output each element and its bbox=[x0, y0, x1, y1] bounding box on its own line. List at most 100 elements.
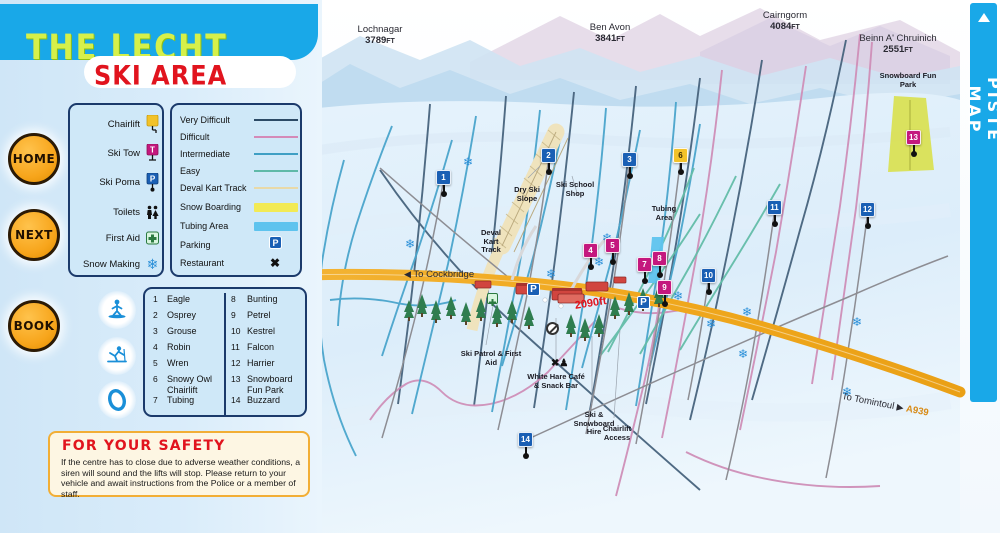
marker-stem bbox=[867, 217, 869, 224]
map-marker-12[interactable]: 12 bbox=[860, 202, 875, 229]
map-marker-11[interactable]: 11 bbox=[767, 200, 782, 227]
map-marker-1[interactable]: 1 bbox=[436, 170, 451, 197]
legend-item-first-aid: First Aid bbox=[70, 225, 166, 251]
marker-dot bbox=[772, 221, 778, 227]
svg-text:P: P bbox=[272, 238, 278, 248]
snowflake-icon: ❄ bbox=[463, 155, 474, 169]
run-number: 7 bbox=[153, 395, 158, 405]
marker-dot bbox=[588, 264, 594, 270]
parking-icon-east: P bbox=[637, 296, 650, 309]
snowflake-icon: ❄ bbox=[852, 315, 863, 329]
peak-altitude: 2551FT bbox=[883, 44, 913, 55]
marker-dot bbox=[610, 259, 616, 265]
chairlift-icon bbox=[145, 114, 160, 133]
peak-label-beinn-a-chruinich: Beinn A' Chruinich 2551FT bbox=[838, 33, 958, 55]
marker-dot bbox=[523, 453, 529, 459]
legend-item-snow-making: Snow Making ❄ bbox=[82, 256, 159, 272]
run-name: Snowboard Fun Park bbox=[247, 374, 293, 395]
label-white-hare-cafe: White Hare Café & Snack Bar bbox=[527, 372, 585, 390]
marker-dot bbox=[642, 278, 648, 284]
snowflake-icon: ❄ bbox=[842, 385, 853, 399]
run-name: Snowy Owl Chairlift bbox=[167, 374, 213, 395]
tubing-ring-icon[interactable] bbox=[98, 381, 136, 419]
run-number: 12 bbox=[231, 358, 241, 368]
left-panel: THE LECHT SKI AREA HOME NEXT BOOK bbox=[0, 0, 322, 533]
peak-name: Ben Avon bbox=[589, 22, 631, 33]
book-button[interactable]: BOOK bbox=[8, 300, 60, 352]
run-number: 2 bbox=[153, 310, 158, 320]
run-number: 6 bbox=[153, 374, 158, 384]
first-aid-icon bbox=[145, 231, 160, 246]
label-chairlift-access: Chairlift Access bbox=[602, 424, 632, 442]
run-name: Bunting bbox=[247, 294, 278, 304]
map-marker-5[interactable]: 5 bbox=[605, 238, 620, 265]
marker-stem bbox=[664, 295, 666, 302]
legend-item-restaurant: Restaurant ✖ bbox=[180, 256, 280, 270]
marker-dot bbox=[441, 191, 447, 197]
marker-stem bbox=[913, 145, 915, 152]
snowflake-icon: ❄ bbox=[546, 267, 557, 281]
piste-color-swatch bbox=[254, 170, 298, 172]
legend-pistes: Very Difficult Difficult Intermediate Ea… bbox=[170, 103, 302, 277]
run-number: 9 bbox=[231, 310, 236, 320]
run-number: 5 bbox=[153, 358, 158, 368]
marker-dot bbox=[865, 223, 871, 229]
map-marker-8[interactable]: 8 bbox=[652, 251, 667, 278]
legend-item-difficult: Difficult bbox=[180, 129, 300, 145]
skier-icon[interactable] bbox=[98, 337, 136, 375]
page-subtitle: SKI AREA bbox=[94, 60, 228, 92]
legend-item-snow-boarding: Snow Boarding bbox=[180, 199, 300, 215]
marker-stem bbox=[708, 283, 710, 290]
run-name: Grouse bbox=[167, 326, 197, 336]
label-ski-school-shop: Ski School Shop bbox=[555, 180, 595, 198]
legend-item-toilets: Toilets bbox=[70, 199, 166, 225]
map-marker-10[interactable]: 10 bbox=[701, 268, 716, 295]
snowboarder-icon[interactable] bbox=[98, 291, 136, 329]
snowflake-icon: ❄ bbox=[738, 347, 749, 361]
label-snowboard-fun-park: Snowboard Fun Park bbox=[879, 71, 937, 89]
map-marker-14[interactable]: 14 bbox=[518, 432, 533, 459]
snowflake-icon: ❄ bbox=[742, 305, 753, 319]
map-marker-2[interactable]: 2 bbox=[541, 148, 556, 175]
legend-item-very-difficult: Very Difficult bbox=[180, 112, 300, 128]
map-marker-7[interactable]: 7 bbox=[637, 257, 652, 284]
piste-color-swatch bbox=[254, 187, 298, 189]
ski-poma-icon: P bbox=[145, 172, 160, 192]
piste-color-swatch bbox=[254, 153, 298, 155]
safety-title: FOR YOUR SAFETY bbox=[62, 438, 226, 454]
peak-label-lochnagar: Lochnagar 3789FT bbox=[340, 24, 420, 46]
legend-item-tubing-area: Tubing Area bbox=[180, 218, 300, 234]
legend-item-intermediate: Intermediate bbox=[180, 146, 300, 162]
title-bar: THE LECHT bbox=[0, 4, 318, 68]
map-marker-13[interactable]: 13 bbox=[906, 130, 921, 157]
safety-notice: FOR YOUR SAFETY If the centre has to clo… bbox=[48, 431, 310, 499]
piste-map-sidebar[interactable]: PISTE MAP bbox=[965, 3, 1000, 402]
map-marker-3[interactable]: 3 bbox=[622, 152, 637, 179]
peak-label-ben-avon: Ben Avon 3841FT bbox=[570, 22, 650, 44]
label-deval-kart-track: Deval Kart Track bbox=[480, 228, 501, 255]
road-label-cockbridge: ◀ To Cockbridge bbox=[404, 269, 475, 280]
runs-divider bbox=[224, 293, 226, 415]
marker-stem bbox=[680, 163, 682, 170]
snowflake-icon: ❄ bbox=[146, 256, 159, 272]
map-marker-6[interactable]: 6 bbox=[673, 148, 688, 175]
tubing-color-swatch bbox=[254, 221, 298, 231]
run-name: Buzzard bbox=[247, 395, 281, 405]
label-tubing-area: Tubing Area bbox=[651, 204, 677, 222]
map-marker-4[interactable]: 4 bbox=[583, 243, 598, 270]
peak-altitude: 4084FT bbox=[770, 21, 800, 32]
marker-dot bbox=[546, 169, 552, 175]
piste-color-swatch bbox=[254, 119, 298, 121]
run-name: Falcon bbox=[247, 342, 275, 352]
map-marker-9[interactable]: 9 bbox=[657, 280, 672, 307]
home-button[interactable]: HOME bbox=[8, 133, 60, 185]
marker-stem bbox=[644, 272, 646, 279]
svg-text:T: T bbox=[150, 145, 155, 154]
next-button[interactable]: NEXT bbox=[8, 209, 60, 261]
marker-dot bbox=[678, 169, 684, 175]
run-number: 4 bbox=[153, 342, 158, 352]
restaurant-toilets-icon: ✖♟ bbox=[551, 358, 569, 369]
run-number: 13 bbox=[231, 374, 241, 384]
snowflake-icon: ❄ bbox=[594, 255, 605, 269]
